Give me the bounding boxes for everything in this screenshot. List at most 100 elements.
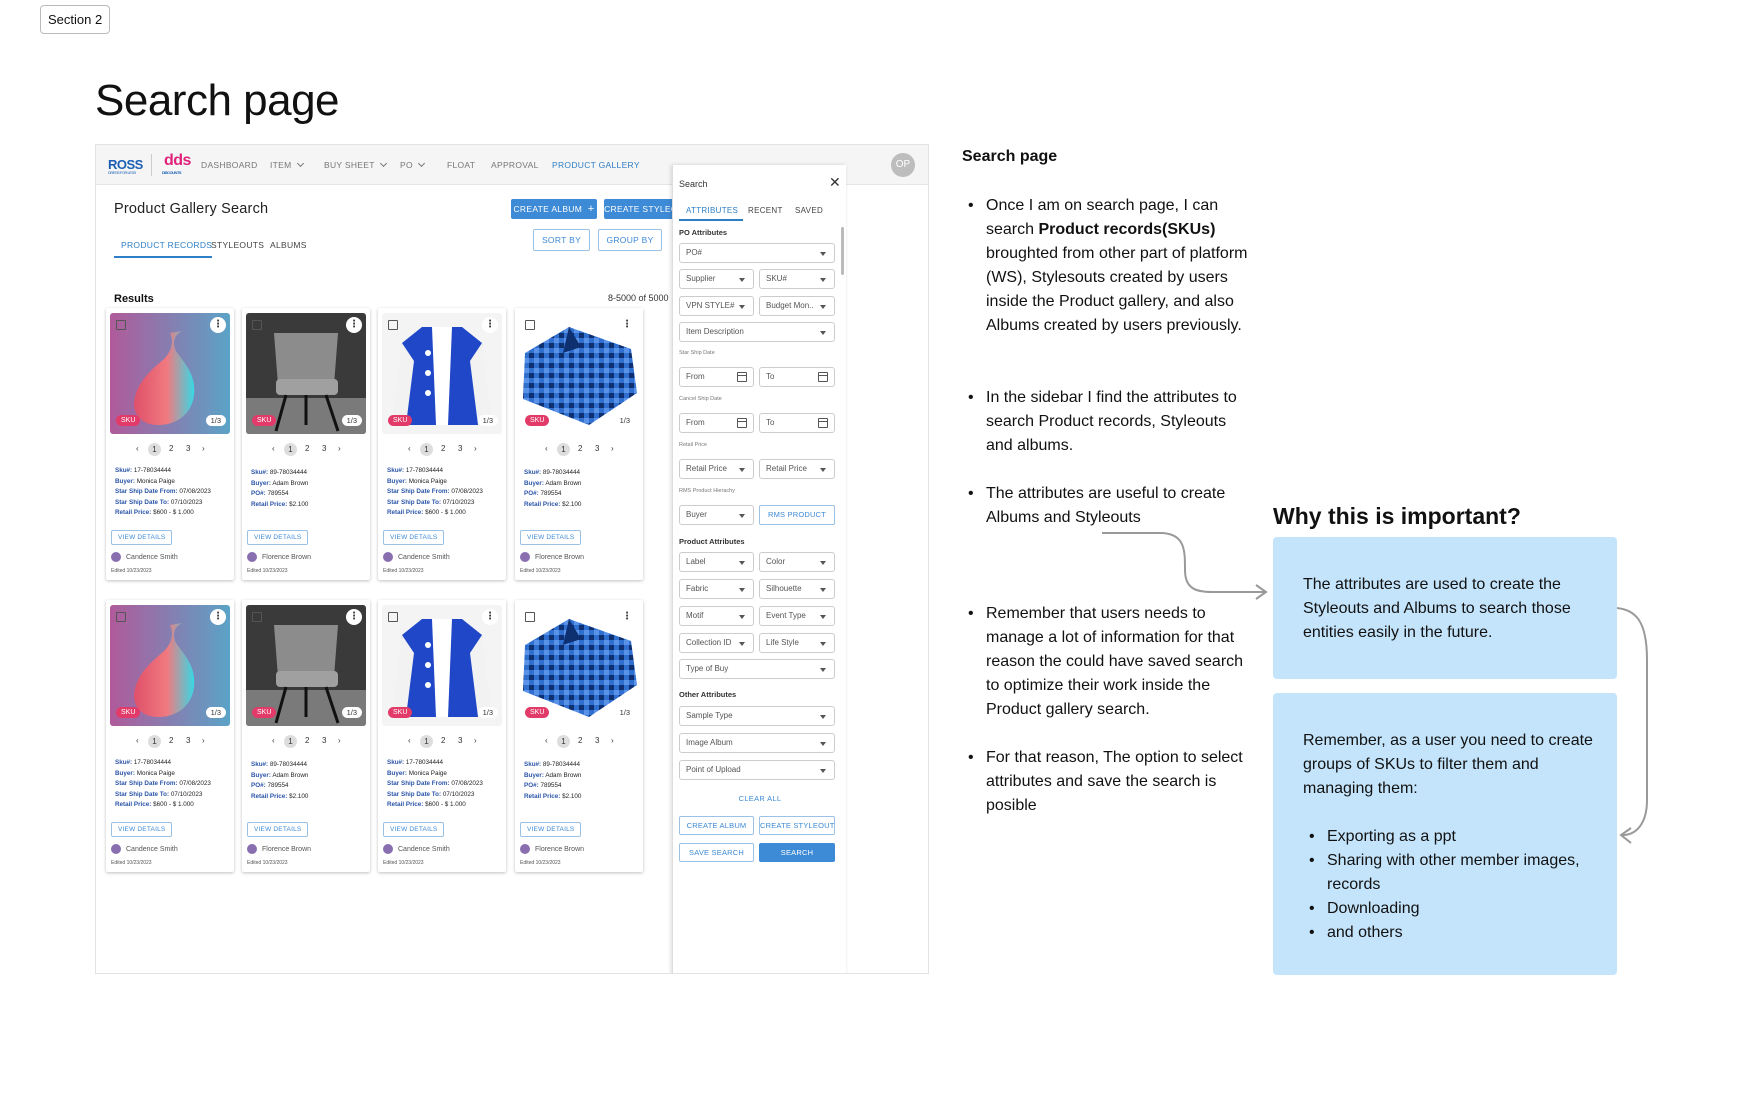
panel-create-styleout-button[interactable]: CREATE STYLEOUT [759, 816, 835, 835]
pager-page[interactable]: 1 [284, 443, 297, 456]
chevron-right-icon[interactable]: › [611, 444, 614, 453]
pager-page[interactable]: 1 [557, 735, 570, 748]
chevron-left-icon[interactable]: ‹ [136, 444, 139, 453]
pager-page[interactable]: 1 [148, 443, 161, 456]
view-details-button[interactable]: VIEW DETAILS [111, 530, 173, 545]
pager-page[interactable]: 3 [595, 444, 600, 453]
chevron-right-icon[interactable]: › [338, 444, 341, 453]
pager-page[interactable]: 1 [148, 735, 161, 748]
supplier-select[interactable]: Supplier [679, 269, 754, 289]
chevron-right-icon[interactable]: › [202, 444, 205, 453]
chevron-right-icon[interactable]: › [202, 736, 205, 745]
chevron-left-icon[interactable]: ‹ [408, 736, 411, 745]
view-details-button[interactable]: VIEW DETAILS [383, 530, 445, 545]
chevron-right-icon[interactable]: › [474, 736, 477, 745]
chevron-right-icon[interactable]: › [474, 444, 477, 453]
view-details-button[interactable]: VIEW DETAILS [520, 530, 582, 545]
pager-page[interactable]: 3 [322, 736, 327, 745]
point-of-upload-select[interactable]: Point of Upload [679, 760, 835, 780]
product-thumbnail[interactable] [110, 313, 230, 434]
pager-page[interactable]: 3 [458, 736, 463, 745]
view-details-button[interactable]: VIEW DETAILS [520, 822, 582, 837]
cancel-ship-from-input[interactable]: From [679, 413, 754, 433]
chevron-right-icon[interactable]: › [338, 736, 341, 745]
save-search-button[interactable]: SAVE SEARCH [679, 843, 754, 862]
user-avatar[interactable]: OP [891, 153, 915, 177]
view-details-button[interactable]: VIEW DETAILS [247, 530, 309, 545]
more-options-icon[interactable]: ⋮ [346, 317, 362, 333]
cancel-ship-to-input[interactable]: To [759, 413, 835, 433]
retail-price-min-select[interactable]: Retail Price [679, 459, 754, 479]
chevron-left-icon[interactable]: ‹ [272, 444, 275, 453]
close-icon[interactable]: ✕ [829, 174, 841, 190]
nav-item[interactable]: ITEM [270, 159, 304, 170]
calendar-icon[interactable] [818, 418, 828, 428]
silhouette-select[interactable]: Silhouette [759, 579, 835, 599]
rms-product-button[interactable]: RMS PRODUCT [759, 505, 835, 525]
more-options-icon[interactable]: ⋮ [619, 609, 635, 625]
more-options-icon[interactable]: ⋮ [482, 609, 498, 625]
sample-type-select[interactable]: Sample Type [679, 706, 835, 726]
product-thumbnail[interactable] [246, 313, 366, 434]
tab-albums[interactable]: ALBUMS [270, 240, 307, 250]
pager-page[interactable]: 2 [578, 444, 583, 453]
item-description-select[interactable]: Item Description [679, 322, 835, 342]
color-select[interactable]: Color [759, 552, 835, 572]
view-details-button[interactable]: VIEW DETAILS [383, 822, 445, 837]
chevron-left-icon[interactable]: ‹ [545, 444, 548, 453]
event-type-select[interactable]: Event Type [759, 606, 835, 626]
group-by-button[interactable]: GROUP BY [598, 229, 662, 251]
product-thumbnail[interactable] [382, 605, 502, 726]
label-select[interactable]: Label [679, 552, 754, 572]
select-checkbox[interactable] [116, 320, 126, 330]
pager-page[interactable]: 3 [595, 736, 600, 745]
chevron-left-icon[interactable]: ‹ [408, 444, 411, 453]
product-thumbnail[interactable] [519, 605, 639, 726]
product-thumbnail[interactable] [519, 313, 639, 434]
chevron-left-icon[interactable]: ‹ [136, 736, 139, 745]
buyer-select[interactable]: Buyer [679, 505, 754, 525]
star-ship-from-input[interactable]: From [679, 367, 754, 387]
pager-page[interactable]: 1 [557, 443, 570, 456]
view-details-button[interactable]: VIEW DETAILS [247, 822, 309, 837]
search-tab-attributes[interactable]: ATTRIBUTES [686, 206, 739, 215]
star-ship-to-input[interactable]: To [759, 367, 835, 387]
nav-po[interactable]: PO [400, 159, 425, 170]
pager-page[interactable]: 2 [169, 444, 174, 453]
calendar-icon[interactable] [737, 372, 747, 382]
view-details-button[interactable]: VIEW DETAILS [111, 822, 173, 837]
type-of-buy-select[interactable]: Type of Buy [679, 659, 835, 679]
pager-page[interactable]: 2 [305, 736, 310, 745]
pager-page[interactable]: 2 [305, 444, 310, 453]
motif-select[interactable]: Motif [679, 606, 754, 626]
budget-month-select[interactable]: Budget Mon.. [759, 296, 835, 316]
chevron-left-icon[interactable]: ‹ [272, 736, 275, 745]
po-number-select[interactable]: PO# [679, 243, 835, 263]
search-scrollbar[interactable] [841, 227, 844, 275]
fabric-select[interactable]: Fabric [679, 579, 754, 599]
search-tab-saved[interactable]: SAVED [795, 206, 824, 215]
pager-page[interactable]: 1 [420, 735, 433, 748]
collection-id-select[interactable]: Collection ID [679, 633, 754, 653]
more-options-icon[interactable]: ⋮ [482, 317, 498, 333]
select-checkbox[interactable] [388, 612, 398, 622]
chevron-left-icon[interactable]: ‹ [545, 736, 548, 745]
product-thumbnail[interactable] [382, 313, 502, 434]
nav-buy-sheet[interactable]: BUY SHEET [324, 159, 387, 170]
search-button[interactable]: SEARCH [759, 843, 835, 862]
select-checkbox[interactable] [525, 612, 535, 622]
tab-product-records[interactable]: PRODUCT RECORDS [121, 240, 213, 250]
pager-page[interactable]: 2 [578, 736, 583, 745]
pager-page[interactable]: 2 [441, 736, 446, 745]
select-checkbox[interactable] [116, 612, 126, 622]
pager-page[interactable]: 2 [169, 736, 174, 745]
select-checkbox[interactable] [252, 612, 262, 622]
select-checkbox[interactable] [388, 320, 398, 330]
select-checkbox[interactable] [525, 320, 535, 330]
